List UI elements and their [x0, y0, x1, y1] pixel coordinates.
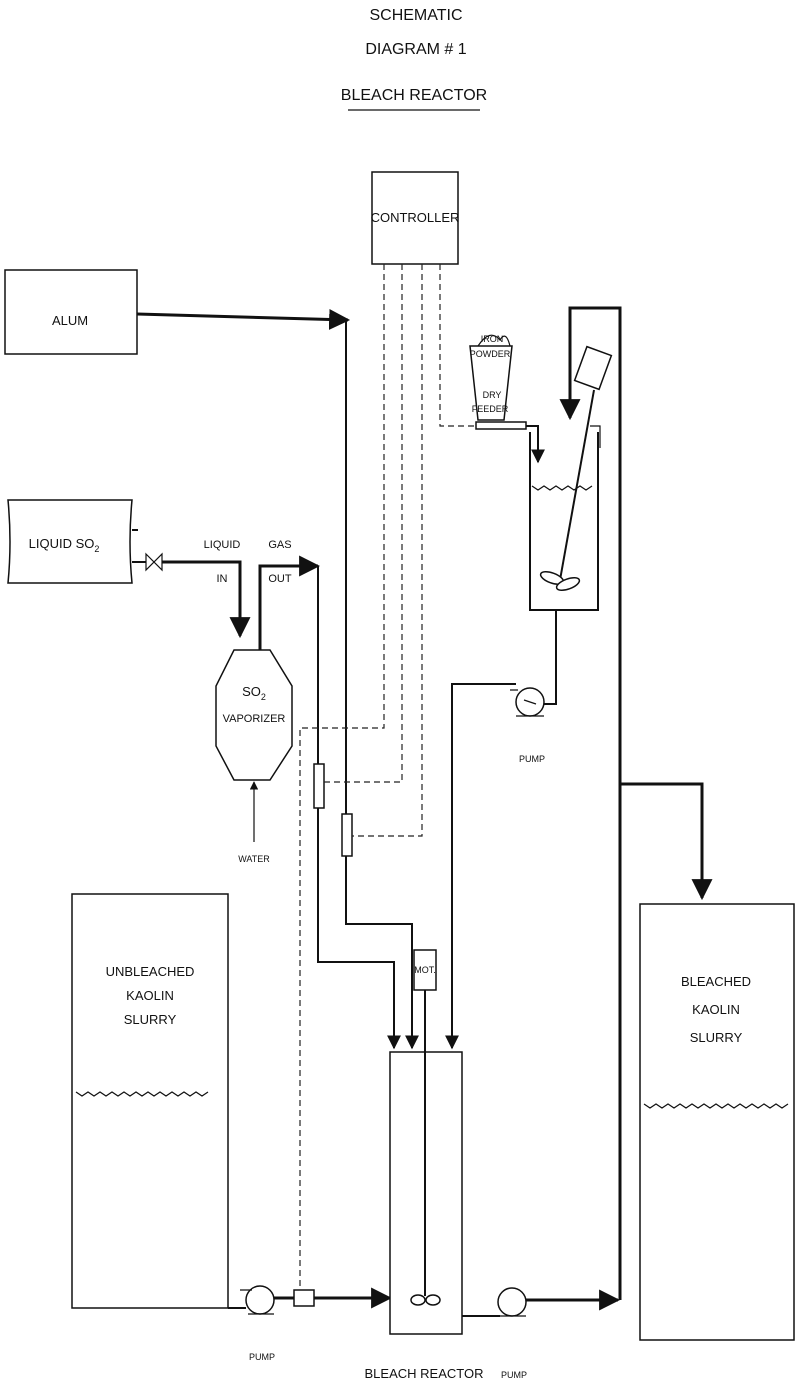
mix-agitator-motor [573, 345, 613, 391]
unbleached-label-2: KAOLIN [126, 988, 174, 1003]
signal-line-2 [324, 264, 403, 783]
pump-left-label: PUMP [249, 1352, 275, 1362]
iron-powder-pile [477, 334, 511, 347]
mot-label: MOT. [414, 965, 436, 975]
liquid-so2-label: LIQUID SO2 [29, 536, 100, 554]
gas-label: GAS [268, 539, 291, 551]
title-line3: BLEACH REACTOR [341, 87, 487, 104]
controller-label: CONTROLLER [371, 210, 460, 225]
to-bleached-line [620, 782, 713, 901]
mix-agitator-shaft [559, 389, 595, 581]
bleach-reactor-label: BLEACH REACTOR [365, 1366, 484, 1381]
alum-label: ALUM [52, 313, 88, 328]
alum-feed-line [136, 308, 351, 330]
flow-meter-alum [341, 813, 353, 857]
bleached-label-3: SLURRY [690, 1030, 743, 1045]
flow-meter-so2 [313, 763, 325, 809]
iron-label: IRON [481, 334, 504, 344]
feeder-discharge-line [526, 425, 545, 464]
so2-to-reactor-line [317, 566, 401, 1050]
unbleached-liquid-level [75, 1091, 209, 1097]
reactor-impeller-blade-2 [425, 1294, 441, 1306]
water-label: WATER [238, 854, 270, 864]
recycle-line [559, 306, 622, 1300]
alum-to-reactor-line [345, 320, 419, 1050]
mix-tank-bracket [590, 425, 601, 448]
powder-label: POWDER [470, 349, 511, 359]
out-label: OUT [268, 573, 292, 585]
dry-label: DRY [483, 390, 502, 400]
flow-meter-slurry [293, 1289, 315, 1307]
signal-line-1 [299, 264, 385, 1296]
pump-right-label: PUMP [501, 1370, 527, 1380]
title-line1: SCHEMATIC [369, 7, 462, 24]
feeder-screw [475, 421, 527, 430]
mix-impeller-blade-2 [555, 577, 581, 591]
feeder-label: FEEDER [472, 404, 509, 414]
bleached-tank [639, 903, 795, 1341]
bleached-liquid-level [643, 1103, 789, 1109]
so2-vaporizer [215, 649, 293, 781]
unbleached-label-3: SLURRY [124, 1012, 177, 1027]
pump-top-label: PUMP [519, 754, 545, 764]
title-line2: DIAGRAM # 1 [365, 41, 466, 58]
reactor-impeller-blade-1 [410, 1294, 426, 1306]
in-label: IN [217, 573, 228, 585]
mix-outlet-line [538, 610, 557, 705]
signal-line-3 [352, 264, 423, 837]
controller-box [371, 171, 459, 265]
gas-out-line [258, 555, 321, 650]
pump-left-base [240, 1289, 274, 1315]
mix-tank [529, 432, 599, 611]
liquid-so2-tank [7, 499, 133, 584]
bleached-label-1: BLEACHED [681, 974, 751, 989]
signal-line-4 [439, 264, 478, 427]
bleached-label-2: KAOLIN [692, 1002, 740, 1017]
pump-top-inner [523, 699, 537, 705]
liquid-label: LIQUID [204, 539, 241, 551]
liquid-in-line [162, 560, 251, 639]
valve-icon [145, 552, 163, 572]
pump-right [497, 1287, 527, 1317]
unbleached-label-1: UNBLEACHED [106, 964, 195, 979]
vaporizer-so-label: SO2 [242, 684, 266, 702]
unbleached-tank [71, 893, 229, 1309]
alum-box [4, 269, 138, 355]
pump-top-base [510, 689, 544, 717]
vaporizer-label: VAPORIZER [223, 713, 286, 725]
pump-top-to-reactor-line [445, 683, 516, 1050]
mix-tank-liquid-level [531, 485, 593, 491]
dry-feeder-hopper [469, 345, 513, 421]
